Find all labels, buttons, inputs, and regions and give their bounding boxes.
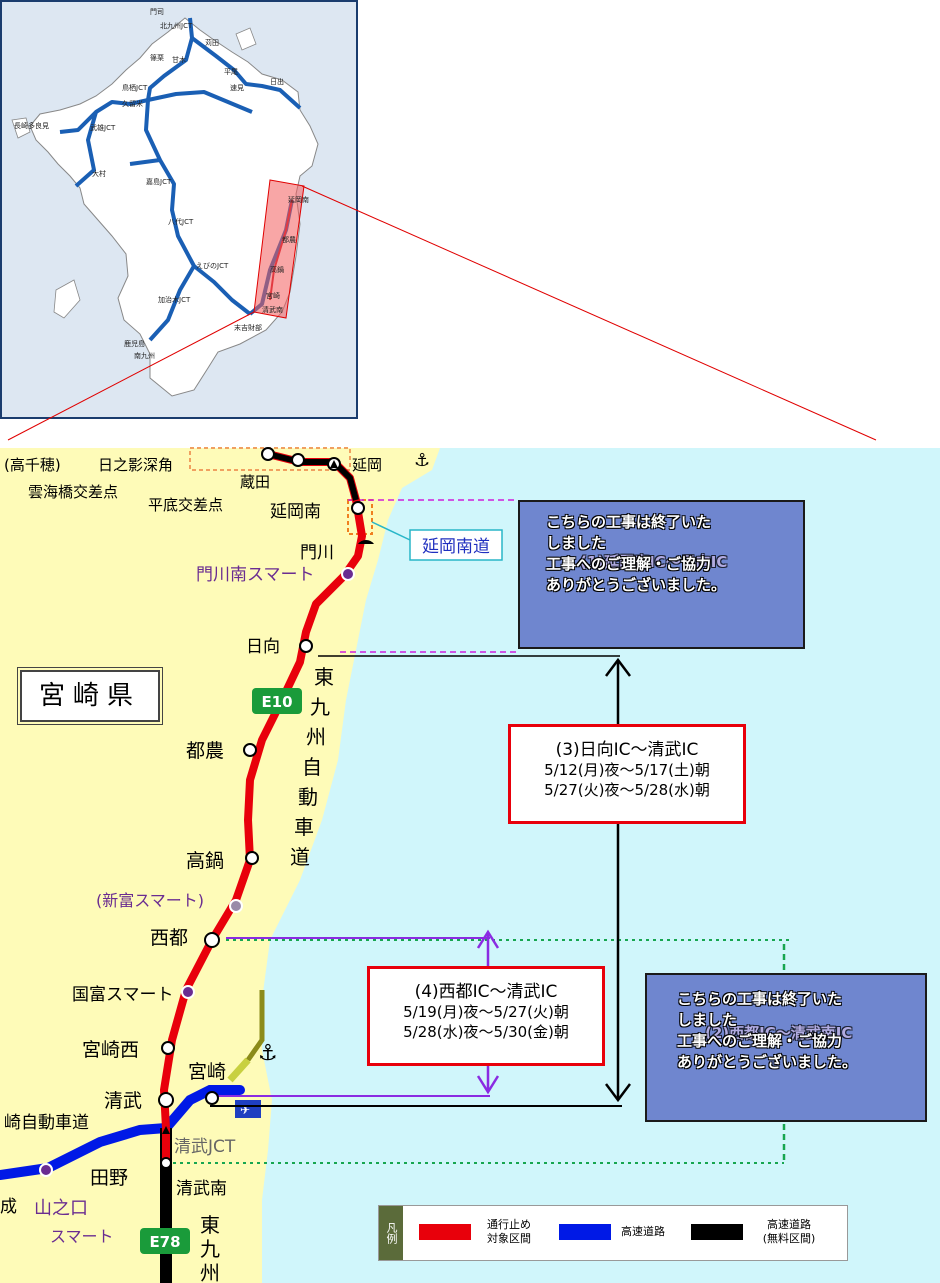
completed-line: 工事へのご理解・ご協力 xyxy=(546,555,712,573)
completed-line: しました xyxy=(677,1011,738,1029)
completed-line: こちらの工事は終了いた xyxy=(677,990,843,1008)
legend: 凡例 通行止め対象区間 高速道路 高速道路(無料区間) xyxy=(378,1205,848,1261)
closure-title: (3)日向IC～清武IC xyxy=(555,740,699,760)
inset-label: 都農 xyxy=(282,235,296,244)
inset-label: 清武南 xyxy=(262,305,283,314)
inset-label: えびのJCT xyxy=(196,262,229,270)
place-label: 山之口 xyxy=(34,1198,88,1219)
closure-date: 5/28(水)夜～5/30(金)朝 xyxy=(403,1023,569,1041)
e78-shield xyxy=(140,1228,190,1254)
legend-swatch-expressway xyxy=(559,1224,611,1240)
completed-line: ありがとうございました。 xyxy=(546,576,727,594)
place-label: 成 xyxy=(0,1197,17,1217)
legend-closure-label: 通行止め対象区間 xyxy=(487,1218,531,1245)
inset-label: 武雄JCT xyxy=(90,123,116,132)
main-map: ⚓ ⚓ ✈ xyxy=(0,447,940,1283)
route-name-label: 東九州 xyxy=(200,1213,220,1283)
inset-label: 門司 xyxy=(150,8,164,16)
completed-notice-1: (1)延岡南IC～日向IC こちらの工事は終了いた しました 工事へのご理解・ご… xyxy=(518,500,805,649)
inset-label: 鳥栖JCT xyxy=(122,83,148,92)
place-label: (新富スマート) xyxy=(96,891,204,910)
inset-label: 大村 xyxy=(92,169,106,178)
place-label: 西都 xyxy=(150,927,188,949)
legend-swatch-closure xyxy=(419,1224,471,1240)
place-label: 田野 xyxy=(90,1167,128,1189)
inset-label: 北九州JCT xyxy=(160,21,193,30)
inset-label: 長崎多良見 xyxy=(14,121,49,130)
place-label: 清武南 xyxy=(176,1179,227,1199)
place-label: 清武 xyxy=(104,1090,142,1112)
inset-label: 篠栗 xyxy=(150,53,164,62)
completed-notice-2: (2)西都IC～清武南IC こちらの工事は終了いた しました 工事へのご理解・ご… xyxy=(645,973,927,1122)
inset-label: 久留米 xyxy=(122,99,143,108)
connector-line xyxy=(301,185,877,441)
place-label: 宮崎 xyxy=(188,1061,226,1083)
completed-under-label: (1)延岡南IC～日向IC xyxy=(580,553,728,571)
inset-label: 延岡南 xyxy=(288,195,309,204)
place-label: 宮崎西 xyxy=(82,1039,139,1061)
place-label: 延岡 xyxy=(352,456,382,474)
place-label: 都農 xyxy=(186,740,224,762)
place-label: 国富スマート xyxy=(72,985,174,1005)
completed-under-label: (2)西都IC～清武南IC xyxy=(705,1024,853,1042)
place-label: 門川 xyxy=(300,543,334,563)
inset-label: 速見 xyxy=(230,84,244,92)
prefecture-label: 宮崎県 xyxy=(17,667,163,725)
place-label: 清武JCT xyxy=(174,1137,236,1157)
place-label: 崎自動車道 xyxy=(4,1113,89,1133)
anchor-icon: ⚓ xyxy=(414,450,430,471)
inset-map: 門司 北九州JCT 篠栗 鳥栖JCT 久留米 甘木 平尾 苅田 日出 速見 長崎… xyxy=(0,0,358,419)
place-label: 門川南スマート xyxy=(196,565,315,585)
inset-label: 日出 xyxy=(270,77,284,86)
completed-line: 工事へのご理解・ご協力 xyxy=(677,1032,843,1050)
legend-expressway-label: 高速道路 xyxy=(621,1225,665,1238)
inset-label: 八代JCT xyxy=(168,217,194,226)
place-label: (高千穂) xyxy=(4,456,61,474)
closure-title: (4)西都IC～清武IC xyxy=(414,982,558,1002)
svg-text:✈: ✈ xyxy=(240,1103,250,1117)
inset-label: 甘木 xyxy=(172,55,186,64)
inset-label: 宮崎 xyxy=(266,291,280,300)
e10-shield xyxy=(252,688,302,714)
e78-label: E78 xyxy=(149,1233,180,1251)
legend-swatch-free xyxy=(691,1224,743,1240)
place-label: 平底交差点 xyxy=(148,496,223,514)
inset-label: 鹿児島 xyxy=(124,339,145,348)
inset-label: 平尾 xyxy=(224,68,238,76)
inset-label: 高鍋 xyxy=(270,265,284,274)
inset-label: 南九州 xyxy=(134,351,155,360)
closure-notice-3: (3)日向IC～清武IC 5/12(月)夜～5/17(土)朝 5/27(火)夜～… xyxy=(508,724,746,824)
legend-free-label: 高速道路(無料区間) xyxy=(762,1218,816,1245)
inset-label: 嘉島JCT xyxy=(146,177,172,186)
anchor-icon: ⚓ xyxy=(258,1041,278,1066)
closure-date: 5/27(火)夜～5/28(水)朝 xyxy=(544,781,710,799)
completed-line: ありがとうございました。 xyxy=(677,1053,858,1071)
completed-line: しました xyxy=(546,534,607,552)
inset-label: 苅田 xyxy=(205,38,219,47)
place-label: 高鍋 xyxy=(186,850,224,872)
place-label: 日之影深角 xyxy=(98,456,173,474)
legend-head: 凡例 xyxy=(379,1206,403,1260)
inset-label: 加治木JCT xyxy=(158,295,191,304)
nobeoka-minami-road-box xyxy=(409,529,503,561)
completed-line: こちらの工事は終了いた xyxy=(546,513,712,531)
miyazaki-expressway xyxy=(0,1085,245,1180)
place-label: 蔵田 xyxy=(240,473,270,491)
place-label: 延岡南 xyxy=(270,502,321,522)
airport-icon xyxy=(235,1100,261,1118)
route-name-label: 東九州自動車道 xyxy=(290,665,334,869)
place-label: スマート xyxy=(50,1227,114,1246)
place-label: 雲海橋交差点 xyxy=(28,483,118,501)
inset-label: 末吉財部 xyxy=(234,323,262,332)
e10-label: E10 xyxy=(261,693,292,711)
closure-date: 5/19(月)夜～5/27(火)朝 xyxy=(403,1003,569,1021)
nobeoka-minami-road-label: 延岡南道 xyxy=(422,537,490,557)
place-label: 日向 xyxy=(246,637,280,657)
closure-date: 5/12(月)夜～5/17(土)朝 xyxy=(544,761,710,779)
closure-notice-4: (4)西都IC～清武IC 5/19(月)夜～5/27(火)朝 5/28(水)夜～… xyxy=(367,966,605,1066)
connector-line xyxy=(7,311,255,441)
